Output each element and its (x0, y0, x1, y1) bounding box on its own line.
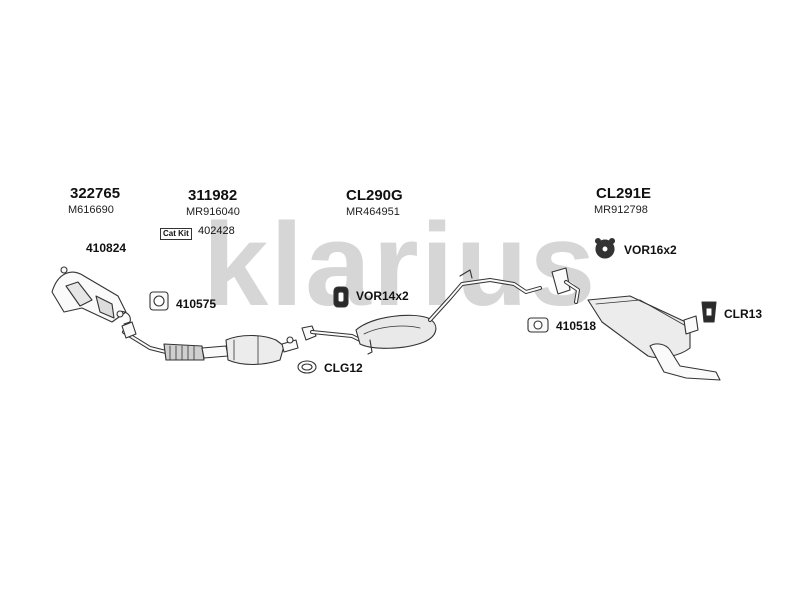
oe-number-mr916040: MR916040 (186, 206, 240, 218)
center-silencer-part (301, 269, 542, 355)
mount-vor16x2-drawing (594, 237, 616, 259)
gasket-410518-drawing (527, 317, 549, 333)
cat-kit-number: 402428 (198, 225, 235, 237)
oe-number-m616690: M616690 (68, 204, 114, 216)
part-number-322765: 322765 (70, 185, 121, 202)
label-vor16x2: VOR16x2 (624, 243, 677, 257)
label-410824: 410824 (86, 241, 127, 255)
clamp-clg12-drawing (297, 360, 317, 374)
gasket-410575-drawing (149, 291, 169, 311)
label-clg12: CLG12 (324, 361, 363, 375)
mount-vor14x2-drawing (333, 286, 349, 308)
label-410518: 410518 (556, 319, 597, 333)
gasket-410824-drawing (60, 266, 68, 274)
cat-kit-badge: Cat Kit (160, 228, 192, 240)
part-number-cl290g: CL290G (346, 187, 403, 204)
rubber-clr13-drawing (701, 301, 717, 323)
label-clr13: CLR13 (724, 307, 763, 321)
part-number-cl291e: CL291E (596, 185, 652, 202)
watermark-logo: klarius (203, 199, 597, 331)
rear-silencer-part (551, 267, 721, 381)
label-vor14x2: VOR14x2 (356, 289, 409, 303)
part-number-311982: 311982 (188, 187, 238, 204)
oe-number-mr464951: MR464951 (346, 206, 400, 218)
oe-number-mr912798: MR912798 (594, 204, 648, 216)
label-410575: 410575 (176, 297, 217, 311)
front-pipe-part (121, 321, 299, 366)
manifold-catalyst-part (51, 271, 131, 325)
